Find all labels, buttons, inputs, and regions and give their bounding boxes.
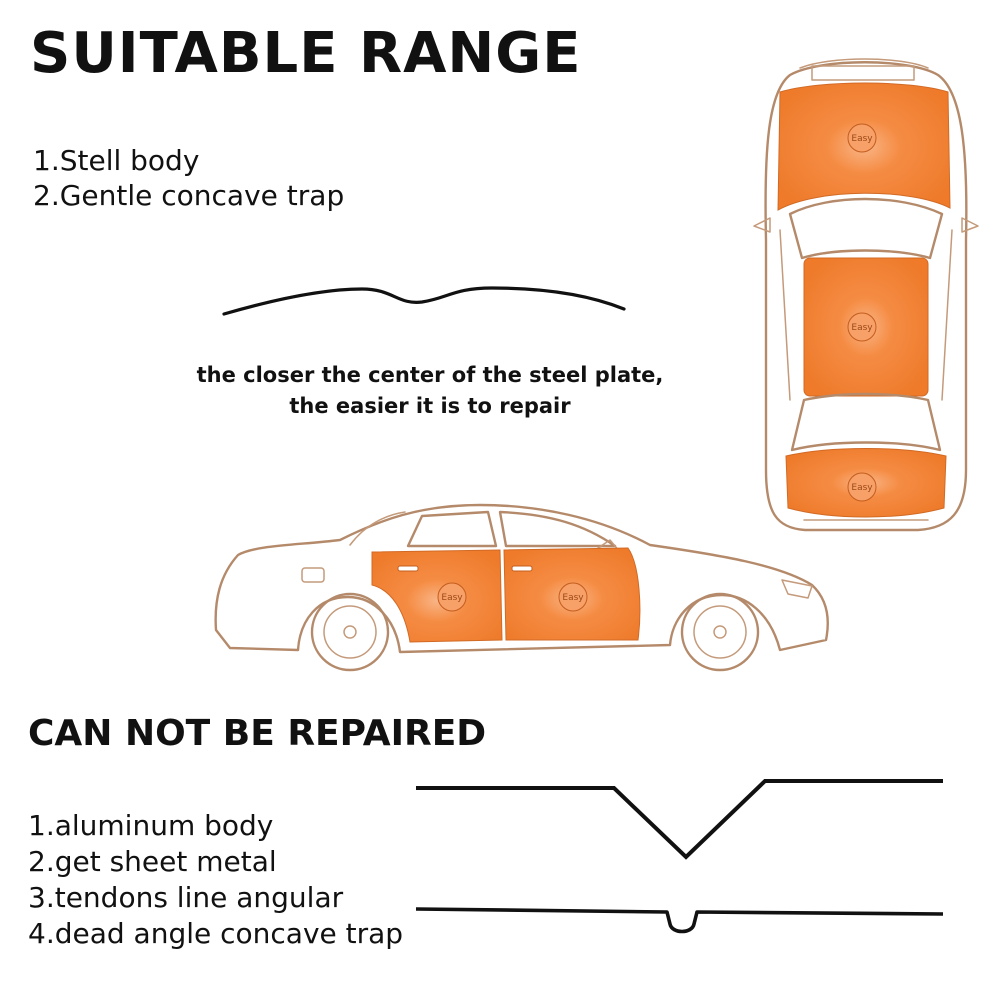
fail-item-dead-angle: 4.dead angle concave trap xyxy=(28,917,404,950)
easy-badge-rear-door: Easy xyxy=(437,582,467,612)
cannot-repair-title: CAN NOT BE REPAIRED xyxy=(28,713,487,754)
caption-line-2: the easier it is to repair xyxy=(289,394,571,418)
easy-badge-hood: Easy xyxy=(847,123,877,153)
fail-item-tendons-angular: 3.tendons line angular xyxy=(28,881,344,914)
easy-badge-front-door: Easy xyxy=(558,582,588,612)
suitable-range-title: SUITABLE RANGE xyxy=(30,21,582,86)
suitable-list: 1.Stell body 2.Gentle concave trap xyxy=(33,143,344,213)
svg-text:Easy: Easy xyxy=(562,593,584,603)
suitable-item-steel-body: 1.Stell body xyxy=(33,144,200,177)
svg-text:Easy: Easy xyxy=(441,593,463,603)
repair-caption: the closer the center of the steel plate… xyxy=(170,360,690,422)
caption-line-1: the closer the center of the steel plate… xyxy=(196,363,664,387)
rear-door-panel xyxy=(371,549,503,643)
easy-badge-trunk: Easy xyxy=(847,472,877,502)
svg-text:Easy: Easy xyxy=(851,483,873,493)
fail-item-aluminum: 1.aluminum body xyxy=(28,809,274,842)
fail-item-sheet-metal: 2.get sheet metal xyxy=(28,845,277,878)
svg-text:Easy: Easy xyxy=(851,134,873,144)
front-wheel xyxy=(680,592,760,672)
rear-wheel xyxy=(310,592,390,672)
easy-badge-roof: Easy xyxy=(847,312,877,342)
cannot-repair-list: 1.aluminum body 2.get sheet metal 3.tend… xyxy=(28,808,403,952)
suitable-item-gentle-concave: 2.Gentle concave trap xyxy=(33,179,345,212)
svg-text:Easy: Easy xyxy=(851,323,873,333)
